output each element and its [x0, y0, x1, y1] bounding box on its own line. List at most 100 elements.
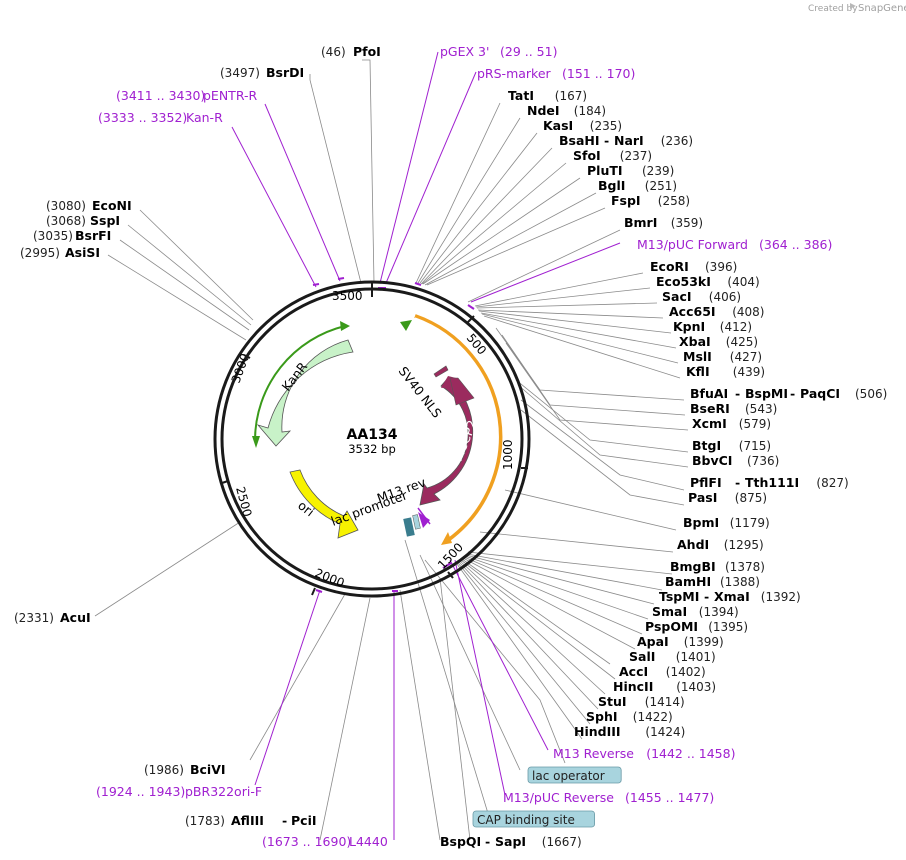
msli-pos: (427): [730, 350, 762, 364]
hindiii-name[interactable]: HindIII: [574, 724, 621, 739]
sv40-nls-feature: [433, 365, 449, 378]
bsrfi-name[interactable]: BsrFI: [75, 228, 111, 243]
m13-puc-forward-name[interactable]: M13/pUC Forward: [637, 237, 748, 252]
ahdi-name[interactable]: AhdI: [677, 537, 709, 552]
sphi-name[interactable]: SphI: [586, 709, 618, 724]
l4440-name[interactable]: L4440: [349, 834, 388, 849]
kasi-name[interactable]: KasI: [543, 118, 573, 133]
bgli-name[interactable]: BglI: [598, 178, 625, 193]
paqci-name[interactable]: PaqCI: [800, 386, 840, 401]
acc65i-name[interactable]: Acc65I: [669, 304, 716, 319]
mecp2-label: MeCP2: [450, 418, 480, 463]
bbvci-name[interactable]: BbvCI: [692, 453, 732, 468]
bpmi-name[interactable]: BpmI: [683, 515, 719, 530]
pspomi-pos: (1395): [708, 620, 748, 634]
pbr322ori-f-name[interactable]: pBR322ori-F: [185, 784, 262, 799]
pentr-r-name[interactable]: pENTR-R: [203, 88, 258, 103]
bpmi-pos: (1179): [730, 516, 770, 530]
ndei-name[interactable]: NdeI: [527, 103, 560, 118]
primer-ticks: [312, 277, 475, 593]
kanr-region-arc: [254, 325, 346, 441]
bfuai-name[interactable]: BfuAI: [690, 386, 728, 401]
kfli-name[interactable]: KflI: [686, 364, 710, 379]
cap-binding-site-box[interactable]: [472, 810, 595, 828]
apai-name[interactable]: ApaI: [637, 634, 669, 649]
smai-name[interactable]: SmaI: [652, 604, 687, 619]
lac-operator-box[interactable]: [527, 766, 622, 784]
bmri-name[interactable]: BmrI: [624, 215, 657, 230]
pflfi-name[interactable]: PflFI: [690, 475, 722, 490]
created-by-text: Created by: [808, 4, 858, 14]
afliii-name[interactable]: AflIII: [231, 813, 264, 828]
fspi-name[interactable]: FspI: [611, 193, 641, 208]
bcivi-name[interactable]: BciVI: [190, 762, 226, 777]
acui-name[interactable]: AcuI: [60, 610, 91, 625]
xcmi-name[interactable]: XcmI: [692, 416, 727, 431]
bspqi-pos: (1667): [542, 835, 582, 849]
bsrdi-pos: (3497): [220, 66, 260, 80]
bsahi-name[interactable]: BsaHI: [559, 133, 600, 148]
pasi-name[interactable]: PasI: [688, 490, 717, 505]
xbai-name[interactable]: XbaI: [679, 334, 711, 349]
pspomi-name[interactable]: PspOMI: [645, 619, 698, 634]
btgi-pos: (715): [739, 439, 771, 453]
btgi-name[interactable]: BtgI: [692, 438, 721, 453]
pgex3-pos: (29 .. 51): [500, 44, 557, 59]
bsrdi-name[interactable]: BsrDI: [266, 65, 304, 80]
hindiii-pos: (1424): [645, 725, 685, 739]
bgli-pos: (251): [645, 179, 677, 193]
sfoi-name[interactable]: SfoI: [573, 148, 601, 163]
pcii-name[interactable]: PciI: [291, 813, 317, 828]
saci-pos: (406): [709, 290, 741, 304]
pgex3-name[interactable]: pGEX 3': [440, 44, 489, 59]
right-labels: TatI(167)NdeI(184)KasI(235)BsaHI-NarI(23…: [440, 88, 887, 849]
cap-binding-site-label: CAP binding site: [477, 813, 575, 827]
xbai-pos: (425): [726, 335, 758, 349]
xcmi-pos: (579): [739, 417, 771, 431]
ecori-name[interactable]: EcoRI: [650, 259, 689, 274]
kpni-name[interactable]: KpnI: [673, 319, 705, 334]
bsrfi-pos: (3035): [33, 229, 73, 243]
bseri-name[interactable]: BseRI: [690, 401, 730, 416]
pflfi-pos: (827): [816, 476, 848, 490]
bmgbi-name[interactable]: BmgBI: [670, 559, 716, 574]
kpni-pos: (412): [720, 320, 752, 334]
hincii-name[interactable]: HincII: [613, 679, 653, 694]
tati-name[interactable]: TatI: [508, 88, 534, 103]
asisi-name[interactable]: AsiSI: [65, 245, 100, 260]
econi-pos: (3080): [46, 199, 86, 213]
nari-name[interactable]: NarI: [614, 133, 644, 148]
kanr-feature: [256, 339, 354, 447]
m13-puc-forward-pos: (364 .. 386): [759, 237, 832, 252]
bspqi-name[interactable]: BspQI: [440, 834, 481, 849]
tth111i-name[interactable]: Tth111I: [745, 475, 799, 490]
stui-name[interactable]: StuI: [598, 694, 627, 709]
tspmi-name[interactable]: TspMI: [659, 589, 699, 604]
eco53ki-name[interactable]: Eco53kI: [656, 274, 711, 289]
kan-r-name[interactable]: Kan-R: [186, 110, 223, 125]
afliii-pos: (1783): [185, 814, 225, 828]
sapi-name[interactable]: SapI: [495, 834, 526, 849]
bmri-pos: (359): [671, 216, 703, 230]
m13-reverse-name[interactable]: M13 Reverse: [553, 746, 634, 761]
m13-puc-reverse-name[interactable]: M13/pUC Reverse: [503, 790, 614, 805]
pbr322ori-f-pos: (1924 .. 1943): [96, 784, 185, 799]
xmai-name[interactable]: XmaI: [714, 589, 750, 604]
bamhi-name[interactable]: BamHI: [665, 574, 711, 589]
bcivi-pos: (1986): [144, 763, 184, 777]
saci-name[interactable]: SacI: [662, 289, 692, 304]
sspi-name[interactable]: SspI: [90, 213, 120, 228]
prs-marker-name[interactable]: pRS-marker: [477, 66, 552, 81]
pfoi-name[interactable]: PfoI: [353, 44, 381, 59]
econi-name[interactable]: EcoNI: [92, 198, 132, 213]
bspmi-name[interactable]: BspMI: [745, 386, 788, 401]
msli-name[interactable]: MslI: [683, 349, 712, 364]
top-labels: (46) PfoI pGEX 3' (29 .. 51) (3497) BsrD…: [98, 44, 635, 125]
pluti-name[interactable]: PluTI: [587, 163, 623, 178]
acci-name[interactable]: AccI: [619, 664, 648, 679]
bseri-pos: (543): [745, 402, 777, 416]
sali-name[interactable]: SalI: [629, 649, 655, 664]
bfuai-sep: -: [735, 386, 740, 401]
tati-pos: (167): [555, 89, 587, 103]
